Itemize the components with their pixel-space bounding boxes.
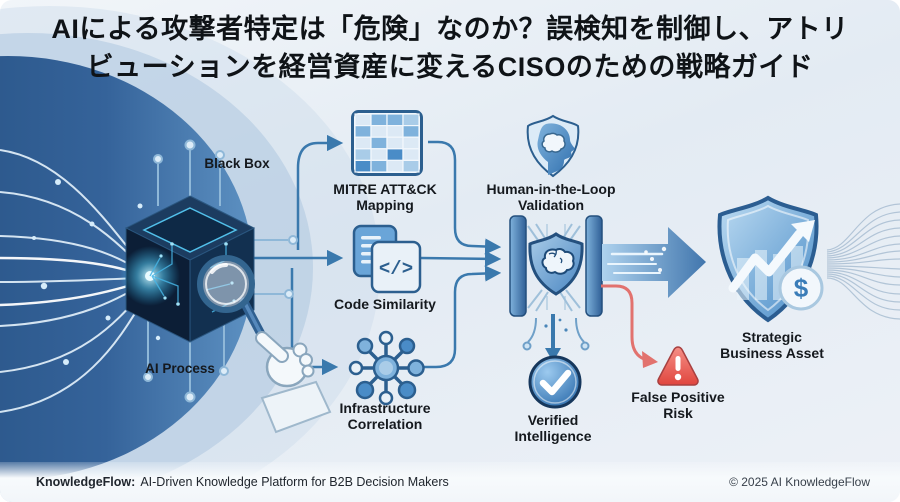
footer-tagline: AI-Driven Knowledge Platform for B2B Dec…	[140, 475, 449, 489]
infrastructure-network-icon	[346, 330, 426, 411]
arrow-to-outcome	[602, 227, 706, 298]
validation-gate	[509, 215, 603, 317]
code-glyph: </>	[379, 258, 413, 280]
black-box-cube	[120, 139, 298, 403]
outcome-flow-lines	[826, 203, 900, 320]
circuit-stubs	[143, 139, 298, 403]
title-line-1: AIによる攻撃者特定は「危険」なのか？誤検知を制御し、アトリ	[51, 14, 849, 44]
footer-brand-line: KnowledgeFlow: AI-Driven Knowledge Platfo…	[36, 475, 449, 489]
page-title: AIによる攻撃者特定は「危険」なのか？誤検知を制御し、アトリ ビューションを経営…	[0, 10, 900, 86]
infrastructure-label: Infrastructure Correlation	[339, 400, 431, 432]
title-line-2: ビューションを経営資産に変えるCISOのための戦略ガイド	[86, 52, 814, 82]
connector-methods-to-funnel	[420, 140, 502, 369]
human-in-the-loop-icon	[520, 114, 586, 185]
code-similarity-label: Code Similarity	[334, 296, 436, 312]
strategic-shield: $	[717, 195, 824, 323]
growth-arrow-icon	[728, 229, 804, 293]
code-similarity-icon: </>	[352, 224, 422, 299]
dollar-icon	[778, 265, 824, 311]
verified-intelligence-label: Verified Intelligence	[514, 412, 592, 444]
connector-funnel-to-verified	[522, 314, 590, 362]
strategic-asset-label: Strategic Business Asset	[720, 329, 824, 361]
dollar-glyph: $	[794, 273, 809, 303]
down-arrowhead	[545, 348, 561, 362]
mitre-attack-matrix-icon	[351, 110, 423, 181]
footer-copyright: © 2025 AI KnowledgeFlow	[729, 475, 870, 489]
magnifier-and-hand	[197, 255, 332, 434]
footer-bar: KnowledgeFlow: AI-Driven Knowledge Platfo…	[0, 462, 900, 502]
ai-process-label: AI Process	[145, 361, 215, 376]
data-stream-dots	[32, 179, 161, 365]
false-positive-risk-label: False Positive Risk	[631, 389, 725, 421]
hitl-label: Human-in-the-Loop Validation	[486, 181, 616, 213]
brain-icon	[541, 247, 575, 275]
footer-brand: KnowledgeFlow:	[36, 475, 136, 489]
mitre-label: MITRE ATT&CK Mapping	[333, 181, 437, 213]
warning-triangle-icon	[655, 344, 701, 393]
brain-icon	[541, 132, 566, 153]
arrow-to-risk	[601, 284, 658, 368]
sleeve	[260, 380, 332, 434]
black-box-label: Black Box	[204, 156, 270, 171]
verified-check-icon	[527, 354, 583, 415]
